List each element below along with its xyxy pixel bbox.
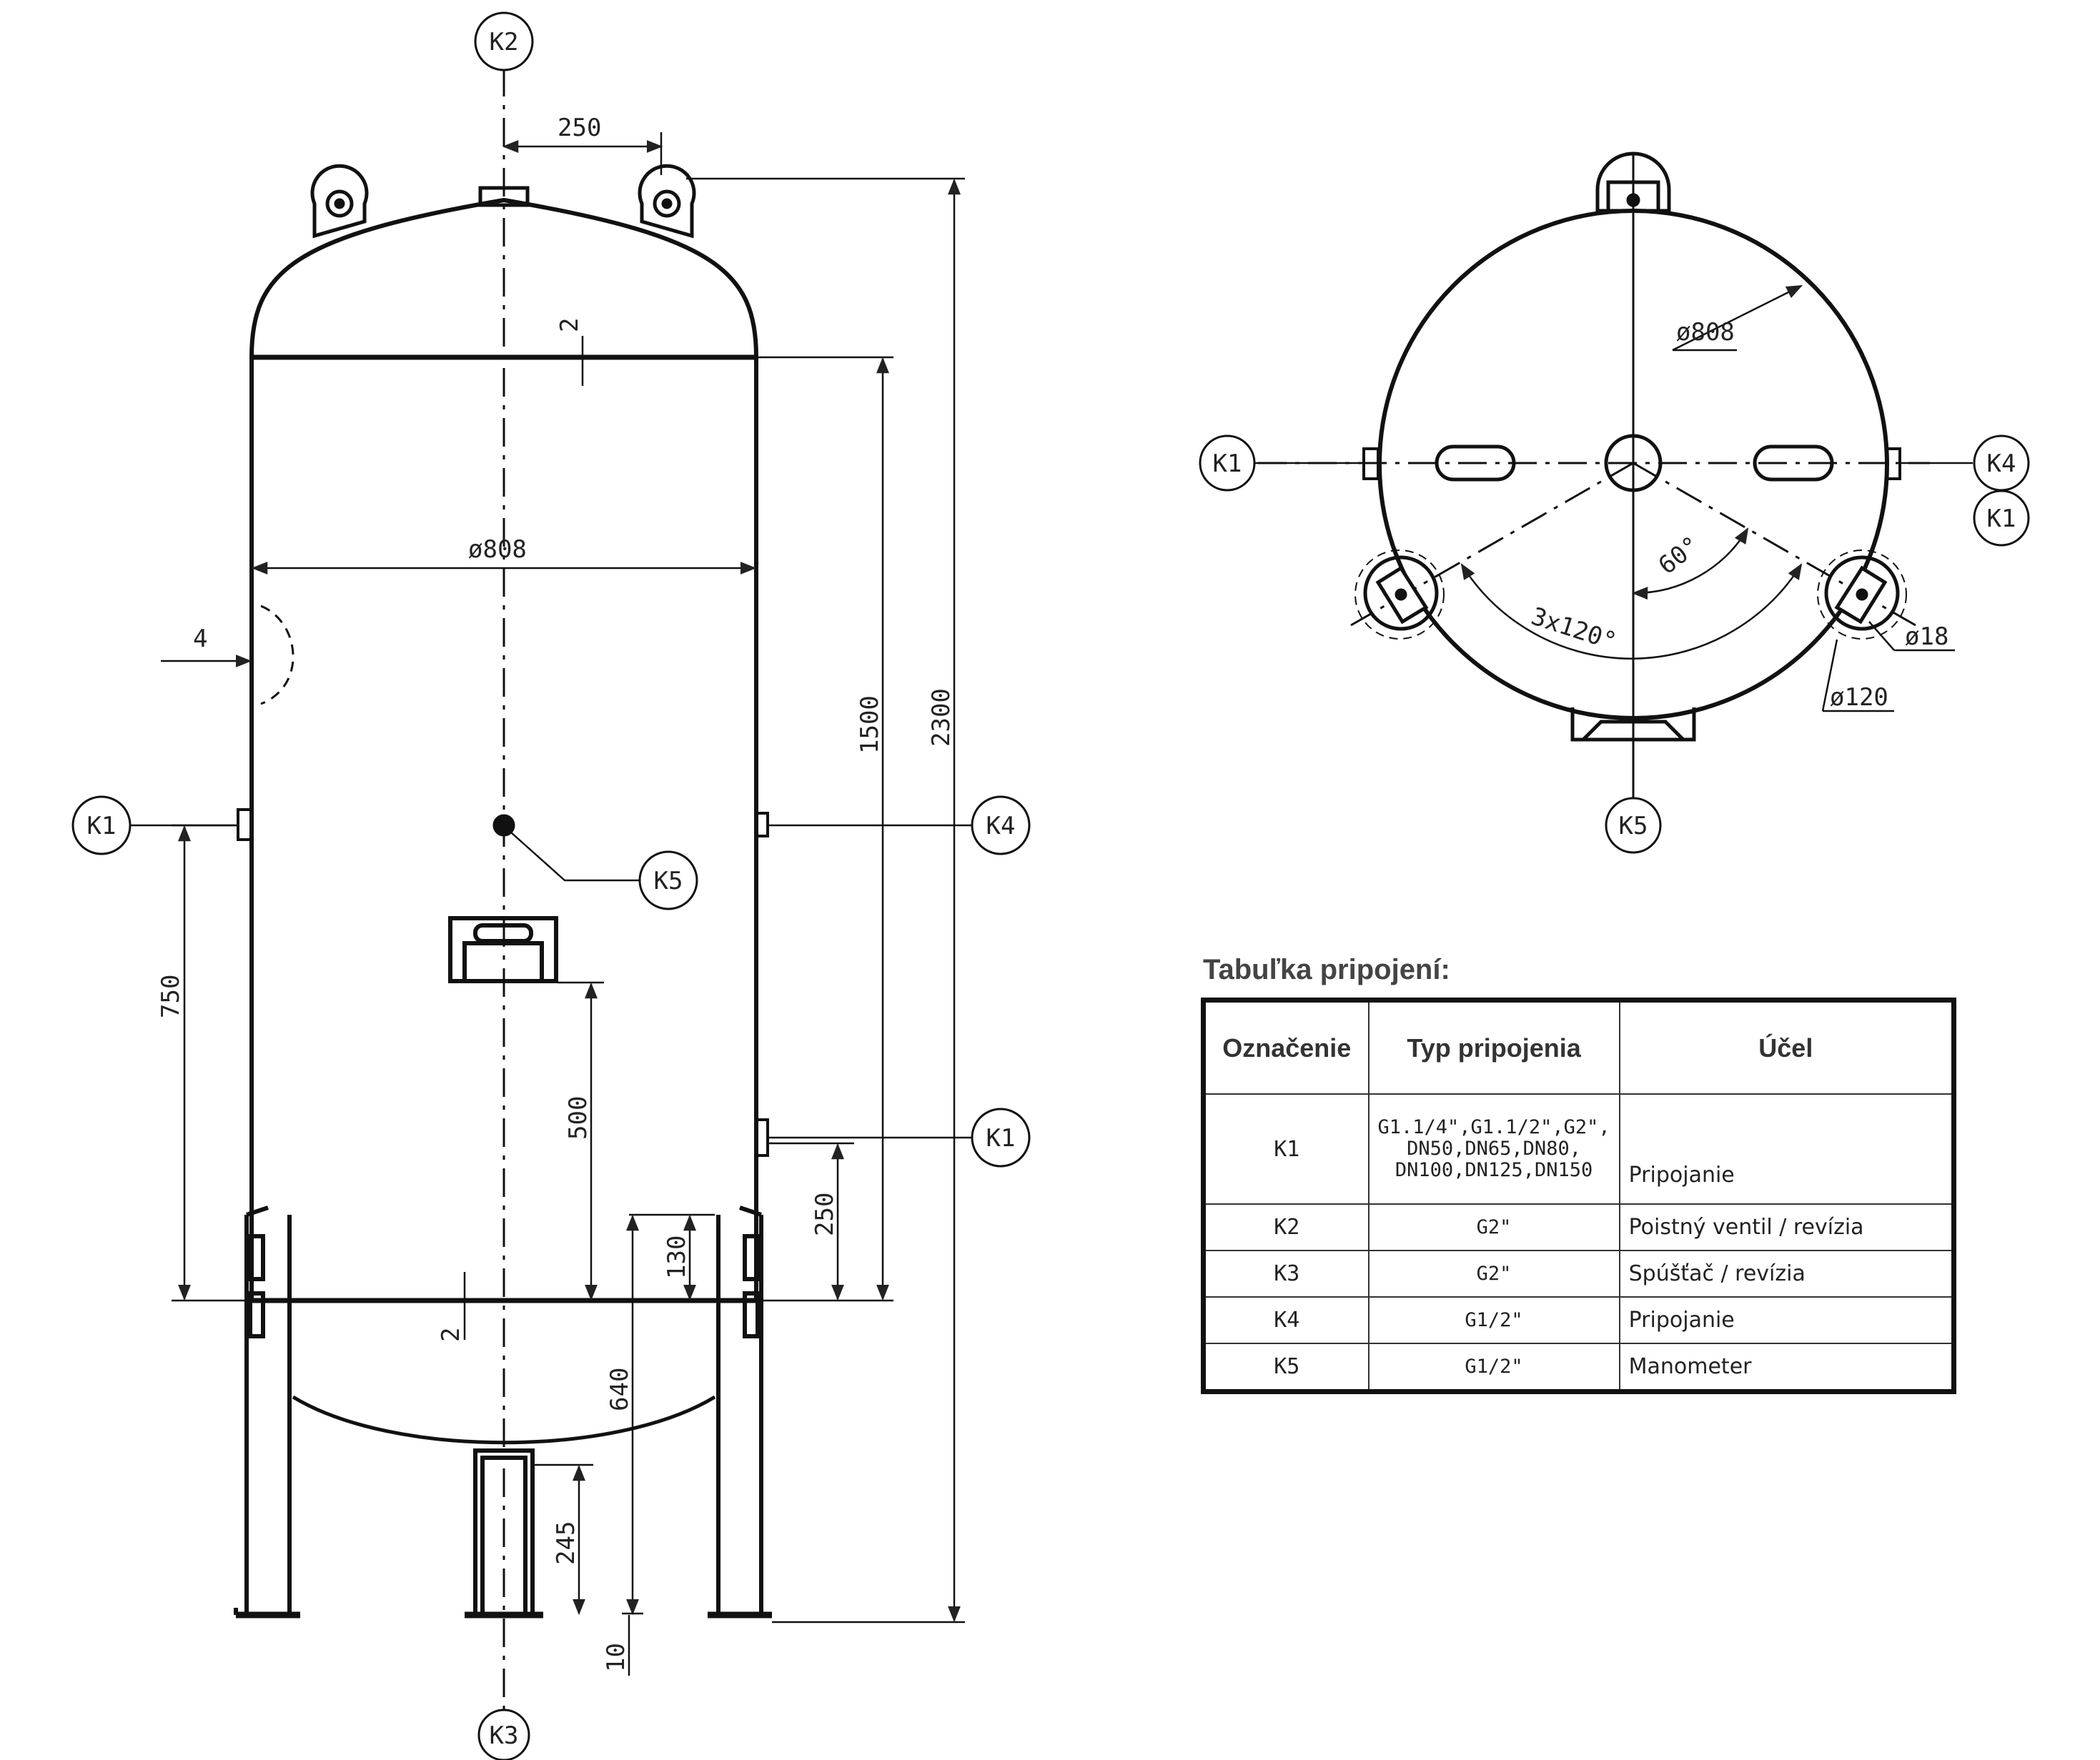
side-dimensions xyxy=(161,132,965,1676)
row-label: K1 xyxy=(1202,1093,1370,1205)
row-type: G2" xyxy=(1367,1203,1620,1251)
row-purpose: Pripojanie xyxy=(1618,1093,1955,1205)
row-type: G1/2" xyxy=(1367,1296,1620,1344)
k2-nozzle xyxy=(478,186,530,207)
row-label: K3 xyxy=(1202,1250,1370,1298)
dim-leg-height: 640 xyxy=(605,1368,634,1411)
dim-leg-spacing: 3x120° xyxy=(1527,602,1620,657)
table-row: K5 G1/2" Manometer xyxy=(1202,1343,1955,1393)
type-line: G1.1/4",G1.1/2",G2", xyxy=(1377,1116,1610,1138)
row-label: K5 xyxy=(1202,1343,1370,1393)
top-lug-top-view xyxy=(1595,151,1671,213)
row-label: K2 xyxy=(1202,1203,1370,1251)
dim-left-nozzle-height: 750 xyxy=(157,975,185,1018)
leg-left xyxy=(234,1205,300,1619)
table-row: K2 G2" Poistný ventil / revízia xyxy=(1202,1203,1955,1251)
table-title: Tabuľka pripojení: xyxy=(1203,954,1450,985)
dim-diameter-top: ø808 xyxy=(1676,318,1735,347)
dim-foot-height: 245 xyxy=(552,1521,580,1565)
leg-right xyxy=(708,1205,772,1619)
dim-lower-nozzle-height: 250 xyxy=(811,1193,839,1236)
dim-diameter-side: ø808 xyxy=(468,535,527,564)
type-line: DN100,DN125,DN150 xyxy=(1395,1159,1593,1181)
header-connection-type: Typ pripojenia xyxy=(1367,999,1620,1095)
row-purpose: Poistný ventil / revízia xyxy=(1618,1203,1955,1251)
header-purpose: Účel xyxy=(1618,999,1955,1095)
dim-lug-offset: 250 xyxy=(558,114,601,142)
row-type: G1.1/4",G1.1/2",G2", DN50,DN65,DN80, DN1… xyxy=(1367,1093,1620,1205)
dim-weld-gap: 4 xyxy=(193,625,207,653)
top-plan-view: ø808 60° 3x120° ø18 ø120 K1 K4 K1 K5 xyxy=(1199,151,2030,854)
dim-leg-weld: 130 xyxy=(663,1236,691,1279)
bottom-head xyxy=(292,1395,716,1445)
table-row: K3 G2" Spúšťač / revízia xyxy=(1202,1250,1955,1298)
leg-foot-right xyxy=(1817,550,1907,640)
slot-right xyxy=(1753,444,1834,482)
central-nozzle xyxy=(1604,434,1663,492)
callout-k1-right-lower xyxy=(971,1108,1031,1168)
dim-hole: ø18 xyxy=(1905,622,1948,651)
leg-center xyxy=(465,1448,543,1619)
callout-k1-top-view xyxy=(1199,434,1256,492)
dim-angle: 60° xyxy=(1653,531,1705,580)
top-head xyxy=(249,197,758,358)
inspection-opening xyxy=(260,605,294,705)
label-k4-top-view: K4 xyxy=(1987,449,2016,478)
row-type: G2" xyxy=(1367,1250,1620,1298)
callout-k2-top xyxy=(474,11,534,71)
nameplate-bracket xyxy=(448,916,558,983)
label-k3: K3 xyxy=(490,1721,519,1750)
type-line: DN50,DN65,DN80, xyxy=(1407,1138,1581,1160)
label-k5-top-view: K5 xyxy=(1619,812,1648,840)
header-designation: Označenie xyxy=(1202,999,1370,1095)
table-header-row: Označenie Typ pripojenia Účel xyxy=(1202,999,1955,1095)
table-row: K4 G1/2" Pripojanie xyxy=(1202,1296,1955,1344)
slot-left xyxy=(1435,444,1516,482)
dim-foot-plate: 10 xyxy=(602,1643,630,1672)
lifting-lug-right xyxy=(638,164,696,239)
lifting-lug-left xyxy=(310,164,369,239)
callout-k3-bottom xyxy=(477,1709,530,1760)
dim-total-height: 2300 xyxy=(927,688,956,747)
callout-k5-center xyxy=(638,850,698,910)
label-k4-right: K4 xyxy=(986,812,1016,840)
dim-pad: ø120 xyxy=(1830,683,1888,712)
label-k1-left: K1 xyxy=(87,812,117,840)
dim-shell-height: 1500 xyxy=(856,695,884,754)
row-purpose: Pripojanie xyxy=(1618,1296,1955,1344)
row-label: K4 xyxy=(1202,1296,1370,1344)
connection-table: Označenie Typ pripojenia Účel K1 G1.1/4"… xyxy=(1201,998,1956,1394)
callout-k1-top-view-right xyxy=(1973,489,2030,547)
row-type: G1/2" xyxy=(1367,1343,1620,1393)
label-k1-top-view: K1 xyxy=(1213,449,1242,478)
leader-k5 xyxy=(510,832,640,882)
label-k5-center: K5 xyxy=(654,867,683,895)
label-k1-right-lower: K1 xyxy=(986,1124,1016,1153)
row-purpose: Manometer xyxy=(1618,1343,1955,1393)
callout-k5-top-view xyxy=(1605,797,1662,854)
row-purpose: Spúšťač / revízia xyxy=(1618,1250,1955,1298)
callout-k4-right xyxy=(971,795,1031,855)
top-view-dimensions xyxy=(1460,284,1955,712)
dim-wall-bottom: 2 xyxy=(437,1328,465,1342)
k5-point xyxy=(492,814,515,837)
leg-foot-left xyxy=(1354,550,1445,640)
k4-nozzle-right xyxy=(755,812,769,837)
dim-wall-top: 2 xyxy=(555,318,584,332)
callout-k1-left xyxy=(71,795,132,855)
label-k1-top-view-right: K1 xyxy=(1987,504,2016,533)
label-k2: K2 xyxy=(490,28,519,56)
table-row: K1 G1.1/4",G1.1/2",G2", DN50,DN65,DN80, … xyxy=(1202,1093,1955,1205)
k1-nozzle-right-lower xyxy=(755,1118,769,1157)
side-elevation-view: 250 2 ø808 4 1500 2300 750 500 250 130 2… xyxy=(71,11,1031,1760)
dim-k5-height: 500 xyxy=(564,1096,593,1140)
